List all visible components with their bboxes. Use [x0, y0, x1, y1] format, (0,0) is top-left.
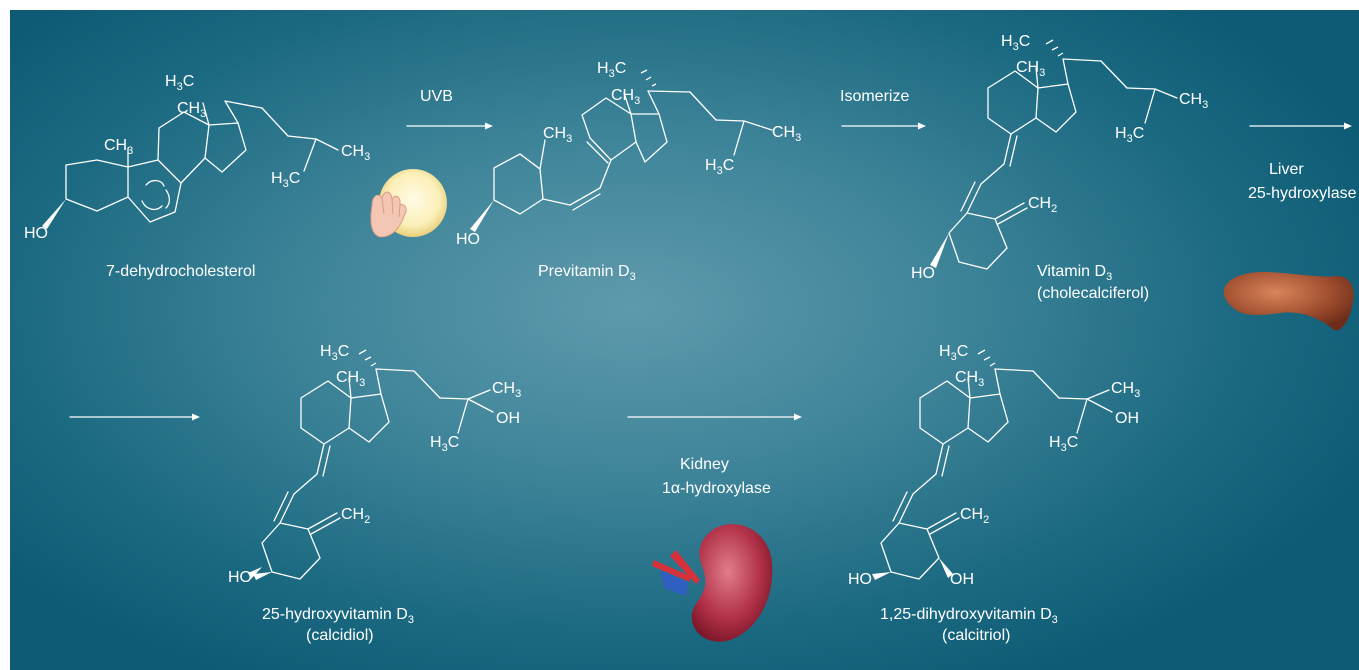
- atom-label: HO: [24, 225, 48, 242]
- arrow-isomerize: [841, 122, 926, 130]
- atom-label: CH3: [1179, 91, 1208, 111]
- atom-label: OH: [1115, 410, 1139, 427]
- atom-label: HO: [228, 569, 252, 586]
- compound-name-previtamin-d3: Previtamin D3: [538, 263, 636, 283]
- liver-icon: [1223, 271, 1354, 331]
- compound-name-25-hydroxyvitamin-d3: 25-hydroxyvitamin D3: [262, 606, 414, 626]
- atom-label: H3C: [705, 157, 734, 177]
- compound-name-vitamin-d3: Vitamin D3: [1037, 263, 1112, 283]
- atom-label: H3C: [597, 60, 626, 80]
- atom-label: CH3: [104, 137, 133, 157]
- atom-label: H3C: [1049, 434, 1078, 454]
- atom-label: H3C: [1115, 125, 1144, 145]
- arrow-continue: [69, 413, 200, 421]
- atom-label: H3C: [430, 434, 459, 454]
- compound-alias-calcitriol: (calcitriol): [942, 627, 1010, 644]
- arrow-uvb: [406, 122, 493, 130]
- atom-label: HO: [911, 265, 935, 282]
- arrow-kidney: [627, 413, 802, 421]
- compound-alias-calcidiol: (calcidiol): [306, 627, 374, 644]
- atom-label: CH3: [177, 100, 206, 120]
- step-label-liver-enzyme: 25-hydroxylase: [1248, 185, 1357, 202]
- atom-label: CH3: [1016, 59, 1045, 79]
- compound-name-1-25-dihydroxyvitamin-d3: 1,25-dihydroxyvitamin D3: [880, 606, 1058, 626]
- atom-label: HO: [848, 571, 872, 588]
- structure-25-hydroxyvitamin-d3: H3C CH3 CH3 OH H3C CH2 HO: [228, 343, 521, 586]
- atom-label: CH2: [1028, 195, 1057, 215]
- structure-previtamin-d3: H3C CH3 CH3 CH3 H3C HO: [456, 60, 801, 248]
- atom-label: CH3: [543, 125, 572, 145]
- step-label-kidney-enzyme: 1α-hydroxylase: [662, 480, 771, 497]
- atom-label: HO: [456, 231, 480, 248]
- step-label-liver: Liver: [1269, 161, 1304, 178]
- structure-vitamin-d3: H3C CH3 CH3 H3C CH2 HO: [911, 33, 1208, 282]
- kidney-icon: [652, 524, 773, 642]
- compound-alias-cholecalciferol: (cholecalciferol): [1037, 285, 1149, 302]
- step-label-isomerize: Isomerize: [840, 88, 909, 105]
- atom-label: CH3: [772, 124, 801, 144]
- atom-label: H3C: [165, 73, 194, 93]
- atom-label: CH3: [955, 369, 984, 389]
- atom-label: H3C: [320, 343, 349, 363]
- compound-name-7-dehydrocholesterol: 7-dehydrocholesterol: [106, 263, 255, 280]
- step-label-uvb: UVB: [420, 88, 453, 105]
- atom-label: H3C: [939, 343, 968, 363]
- atom-label: OH: [950, 571, 974, 588]
- atom-label: CH2: [341, 506, 370, 526]
- atom-label: CH3: [492, 380, 521, 400]
- atom-label: CH3: [341, 143, 370, 163]
- structure-7-dehydrocholesterol: H3C CH3 CH3 CH3 H3C HO: [24, 73, 370, 242]
- background-panel: [10, 10, 1359, 670]
- atom-label: H3C: [1001, 33, 1030, 53]
- atom-label: CH3: [611, 87, 640, 107]
- atom-label: CH3: [336, 369, 365, 389]
- atom-label: CH2: [960, 506, 989, 526]
- sun-with-hand-icon: [370, 169, 447, 238]
- atom-label: OH: [496, 410, 520, 427]
- step-label-kidney: Kidney: [680, 456, 729, 473]
- structure-1-25-dihydroxyvitamin-d3: H3C CH3 CH3 OH H3C CH2 HO OH: [848, 343, 1140, 588]
- atom-label: H3C: [271, 170, 300, 190]
- atom-label: CH3: [1111, 380, 1140, 400]
- arrow-liver: [1249, 122, 1352, 130]
